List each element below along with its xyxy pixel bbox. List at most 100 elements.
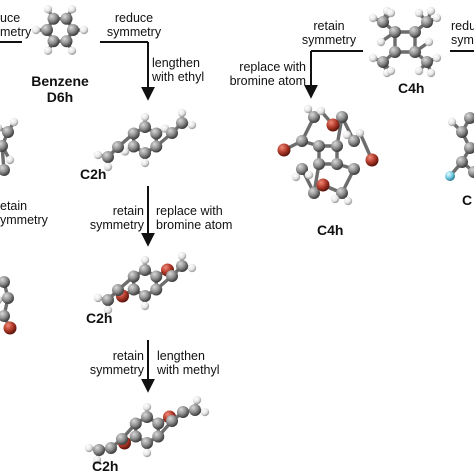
- carbon-atom: [176, 260, 188, 272]
- hydrogen-atom: [177, 251, 187, 261]
- hydrogen-atom: [187, 263, 197, 273]
- arrow3-right-line1: lengthen: [157, 349, 205, 363]
- carbon-atom: [67, 24, 79, 36]
- carbon-atom: [150, 140, 163, 153]
- carbon-atom: [336, 111, 348, 123]
- carbon-atom: [102, 294, 114, 306]
- hydrogen-atom: [0, 124, 3, 132]
- carbon-atom: [166, 127, 178, 139]
- hydrogen-atom: [67, 5, 77, 14]
- hydrogen-atom: [103, 305, 113, 315]
- carbon-atom: [377, 16, 389, 28]
- hydrogen-atom: [376, 37, 386, 47]
- hydrogen-atom: [386, 66, 396, 76]
- carbon-atom: [166, 415, 178, 427]
- hydrogen-atom: [355, 128, 365, 138]
- arrow-c4h-to-bromo: [304, 50, 363, 99]
- carbon-atom: [0, 140, 8, 152]
- left-partial-molecule-top: [0, 117, 19, 176]
- carbon-atom: [313, 140, 325, 152]
- arrow2-right-line2: bromine atom: [156, 218, 233, 232]
- carbon-atom: [141, 437, 153, 449]
- arrow4-top-line2: symmetry: [301, 33, 357, 47]
- carbon-atom: [296, 163, 308, 175]
- arrow-benzene-to-ethyl: [100, 41, 155, 101]
- arrow3-right-line2: with methyl: [157, 363, 220, 377]
- carbon-atom: [129, 417, 142, 430]
- carbon-atom: [313, 158, 325, 170]
- carbon-atom: [464, 112, 474, 124]
- carbon-atom: [112, 141, 124, 153]
- carbon-atom: [152, 417, 165, 430]
- hydrogen-atom: [426, 6, 436, 16]
- c4h-parent-symmetry-label: C4h: [398, 80, 425, 96]
- bromine-atom: [365, 153, 379, 167]
- carbon-atom: [177, 406, 189, 418]
- hydrogen-atom: [177, 108, 187, 118]
- arrow1-left-line2: symmetry: [106, 25, 162, 39]
- carbon-atom: [60, 35, 73, 48]
- carbon-atom: [348, 163, 360, 175]
- carbon-atom: [127, 127, 140, 140]
- benzene-symmetry-label: D6h: [46, 89, 74, 105]
- left-mid-cut-line2: ymmetry: [0, 213, 48, 227]
- fluorine-atom: [445, 171, 455, 181]
- hydrogen-atom: [414, 66, 424, 76]
- carbon-atom: [112, 284, 124, 296]
- hydrogen-atom: [140, 158, 150, 168]
- c4h-parent-molecule: [368, 6, 442, 78]
- hydrogen-atom: [43, 5, 53, 14]
- hydrogen-atom: [424, 37, 434, 47]
- hydrogen-atom: [84, 443, 94, 453]
- carbon-atom: [141, 411, 153, 423]
- carbon-atom: [93, 444, 105, 456]
- arrow4-top-line1: retain: [313, 19, 345, 33]
- arrow1-left-line1: reduce: [114, 11, 154, 25]
- hydrogen-atom: [432, 53, 442, 63]
- hydrogen-atom: [79, 25, 89, 35]
- carbon-atom: [348, 135, 360, 147]
- carbon-atom: [176, 117, 188, 129]
- arrow2-left-line1: retain: [112, 204, 144, 218]
- carbon-atom: [127, 140, 140, 153]
- carbon-atom: [189, 404, 201, 416]
- carbon-atom: [0, 310, 10, 322]
- arrow4-left-line1: replace with: [239, 60, 306, 74]
- arrow1-right-line2: with ethyl: [152, 70, 205, 84]
- carbon-atom: [2, 126, 14, 138]
- carbon-atom: [150, 127, 163, 140]
- hydrogen-atom: [142, 448, 152, 458]
- carbon-atom: [308, 187, 320, 199]
- carbon-atom: [41, 24, 53, 36]
- carbon-atom: [105, 442, 117, 454]
- carbon-atom: [409, 46, 421, 58]
- carbon-atom: [139, 264, 151, 276]
- carbon-atom: [47, 35, 60, 48]
- hydrogen-atom: [140, 112, 150, 122]
- bromine-atom: [3, 321, 17, 335]
- carbon-atom: [468, 166, 474, 178]
- hydrogen-atom: [432, 13, 442, 23]
- hydrogen-atom: [103, 162, 113, 172]
- hydrogen-atom: [142, 402, 152, 412]
- carbon-atom: [377, 56, 389, 68]
- carbon-atom: [139, 147, 151, 159]
- carbon-atom: [409, 26, 421, 38]
- hydrogen-atom: [343, 196, 353, 206]
- right-cut-line1: redu: [451, 19, 474, 33]
- hydrogen-atom: [140, 301, 150, 311]
- hydrogen-atom: [5, 155, 15, 165]
- left-cut-line1: uce: [0, 11, 21, 25]
- bromo-symmetry-label: C2h: [86, 310, 113, 326]
- ethyl-c2h-molecule: [93, 108, 197, 172]
- benzene-name-label: Benzene: [31, 73, 89, 89]
- carbon-atom: [102, 151, 114, 163]
- hydrogen-atom: [291, 172, 301, 182]
- hydrogen-atom: [200, 407, 210, 417]
- carbon-atom: [456, 156, 468, 168]
- methyl-symmetry-label: C2h: [92, 458, 119, 474]
- bromo-ethyl-c2h-molecule: [93, 251, 197, 315]
- hydrogen-atom: [31, 25, 41, 35]
- carbon-atom: [166, 270, 178, 282]
